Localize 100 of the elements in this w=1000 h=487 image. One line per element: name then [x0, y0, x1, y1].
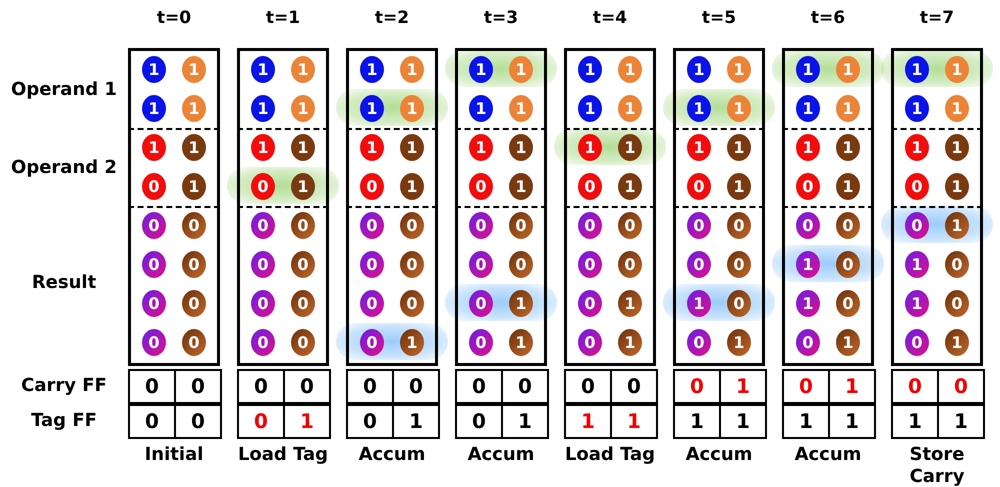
row-label: Carry FF	[20, 375, 108, 396]
bit-token: 0	[182, 329, 206, 356]
row-label: Operand 1	[10, 79, 118, 100]
flip-flop-cell: 0	[346, 404, 394, 439]
flip-flop-cell: 1	[564, 404, 612, 439]
time-step-label: t=6	[810, 8, 846, 28]
bit-token: 0	[360, 290, 384, 317]
flip-flop-cell: 0	[673, 369, 721, 404]
bit-token: 0	[945, 290, 969, 317]
flip-flop-cell: 0	[237, 369, 285, 404]
bit-token: 0	[727, 212, 751, 239]
bit-token: 1	[251, 95, 275, 122]
bit-token: 0	[727, 290, 751, 317]
bit-token: 1	[578, 95, 602, 122]
bit-token: 0	[796, 329, 820, 356]
row-label: Tag FF	[30, 410, 98, 431]
bit-token: 0	[687, 173, 711, 200]
bit-token: 0	[469, 251, 493, 278]
operation-label: Accum	[358, 444, 426, 466]
flip-flop-cell: 1	[828, 404, 876, 439]
bit-token: 1	[945, 134, 969, 161]
bit-token: 1	[796, 95, 820, 122]
bit-token: 0	[727, 251, 751, 278]
bit-token: 1	[687, 290, 711, 317]
flip-flop-cell: 0	[455, 369, 503, 404]
bit-token: 1	[509, 290, 533, 317]
bit-token: 0	[251, 290, 275, 317]
flip-flop-cell: 1	[283, 404, 331, 439]
flip-flop-cell: 0	[237, 404, 285, 439]
bit-token: 1	[727, 56, 751, 83]
bit-token: 0	[182, 212, 206, 239]
bit-token: 0	[836, 212, 860, 239]
operation-label: Accum	[466, 444, 536, 466]
bit-token: 1	[945, 329, 969, 356]
bit-token: 1	[400, 173, 424, 200]
time-step-label: t=3	[482, 8, 520, 28]
bit-token: 1	[945, 95, 969, 122]
flip-flop-cell: 0	[891, 369, 939, 404]
bit-token: 1	[945, 56, 969, 83]
bit-token: 1	[291, 134, 315, 161]
bit-token: 1	[618, 56, 642, 83]
bit-token: 0	[905, 173, 929, 200]
bit-token: 0	[360, 173, 384, 200]
flip-flop-cell: 1	[719, 369, 767, 404]
bit-token: 0	[836, 290, 860, 317]
bit-token: 1	[796, 134, 820, 161]
bit-token: 1	[727, 173, 751, 200]
bit-token: 0	[360, 329, 384, 356]
bit-token: 1	[687, 56, 711, 83]
flip-flop-cell: 0	[564, 369, 612, 404]
bit-token: 0	[509, 251, 533, 278]
bit-token: 1	[836, 173, 860, 200]
operation-label: Load Tag	[236, 444, 330, 466]
time-step-label: t=1	[264, 8, 302, 28]
bit-token: 0	[687, 251, 711, 278]
bit-token: 1	[142, 95, 166, 122]
bit-token: 1	[905, 290, 929, 317]
flip-flop-cell: 0	[174, 404, 222, 439]
bit-token: 1	[836, 329, 860, 356]
bit-token: 0	[618, 251, 642, 278]
bit-token: 1	[836, 134, 860, 161]
bit-token: 1	[727, 95, 751, 122]
operation-label: Accum	[684, 444, 754, 466]
bit-token: 1	[727, 329, 751, 356]
bit-token: 0	[400, 212, 424, 239]
bit-token: 0	[469, 212, 493, 239]
operation-label: Initial	[144, 444, 204, 466]
bit-token: 0	[251, 212, 275, 239]
row-label: Operand 2	[10, 157, 118, 178]
time-step-label: t=4	[592, 8, 628, 28]
bit-token: 0	[182, 251, 206, 278]
bit-token: 1	[905, 56, 929, 83]
bit-token: 1	[945, 173, 969, 200]
bit-token: 0	[578, 251, 602, 278]
bit-token: 1	[509, 329, 533, 356]
bit-token: 0	[578, 173, 602, 200]
flip-flop-cell: 0	[392, 369, 440, 404]
bit-token: 0	[251, 173, 275, 200]
flip-flop-cell: 1	[673, 404, 721, 439]
flip-flop-cell: 1	[828, 369, 876, 404]
bit-token: 1	[796, 290, 820, 317]
flip-flop-cell: 1	[610, 404, 658, 439]
bit-token: 1	[182, 56, 206, 83]
bit-token: 1	[509, 56, 533, 83]
bit-token: 1	[618, 173, 642, 200]
bit-token: 1	[618, 95, 642, 122]
bit-token: 0	[469, 329, 493, 356]
bit-token: 1	[142, 134, 166, 161]
bit-token: 0	[687, 212, 711, 239]
bit-token: 1	[727, 134, 751, 161]
flip-flop-cell: 1	[891, 404, 939, 439]
bit-token: 0	[142, 173, 166, 200]
flip-flop-cell: 0	[174, 369, 222, 404]
flip-flop-cell: 1	[501, 404, 549, 439]
time-step-label: t=2	[374, 8, 410, 28]
bit-token: 0	[578, 329, 602, 356]
bit-token: 0	[469, 290, 493, 317]
flip-flop-cell: 1	[719, 404, 767, 439]
bit-token: 0	[687, 329, 711, 356]
bit-token: 1	[578, 56, 602, 83]
